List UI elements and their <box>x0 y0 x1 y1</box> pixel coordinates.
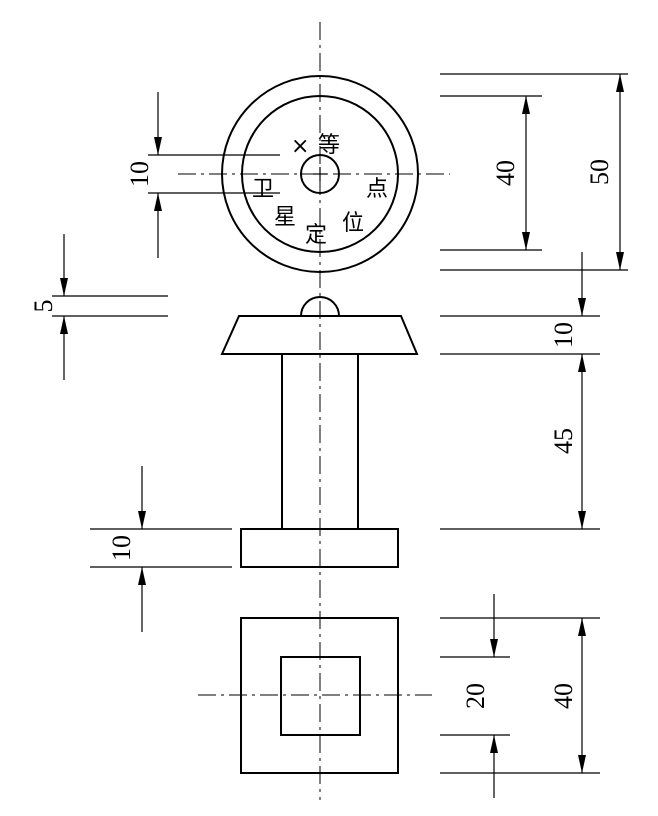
dim-10-top: 10 <box>125 161 154 187</box>
label-char-3: 位 <box>342 211 364 236</box>
dim-10-base: 10 <box>107 535 136 561</box>
label-char-6: 卫 <box>252 177 274 202</box>
right-dimensions: 50 40 10 45 40 20 <box>440 73 628 798</box>
dim-40-circle: 40 <box>491 160 520 186</box>
label-char-2: 点 <box>366 177 388 202</box>
dim-20: 20 <box>461 683 490 709</box>
dim-40-square: 40 <box>549 683 578 709</box>
frustum <box>220 315 419 355</box>
dim-50: 50 <box>585 159 614 185</box>
dome-cap <box>300 296 340 317</box>
cross-mark: × <box>291 134 309 159</box>
label-char-1: 等 <box>318 133 340 158</box>
dim-5: 5 <box>29 300 58 313</box>
label-char-5: 星 <box>274 205 296 230</box>
dim-10-frustum: 10 <box>549 322 578 348</box>
dim-45: 45 <box>549 428 578 454</box>
top-view: × 等 点 位 定 星 卫 <box>178 75 450 273</box>
label-char-4: 定 <box>305 223 327 248</box>
left-dimensions: 10 5 10 <box>29 92 280 632</box>
inner-square <box>280 656 361 736</box>
bottom-view <box>198 617 432 774</box>
front-view <box>220 296 419 568</box>
base-plate <box>240 528 399 568</box>
